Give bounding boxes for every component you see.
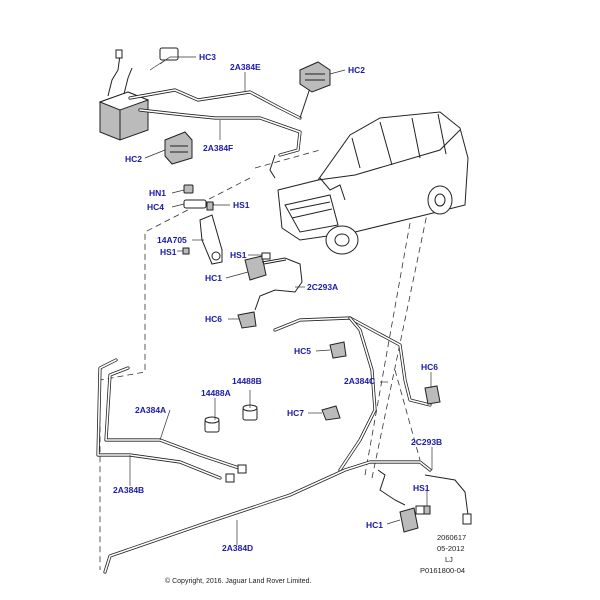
label-2c293a: 2C293A (307, 282, 338, 292)
pipe-2a384d (103, 460, 432, 574)
pipe-2a384e (128, 88, 302, 120)
label-hs1-b: HS1 (160, 247, 177, 257)
hc2-top-clip (299, 61, 331, 93)
label-2a384d: 2A384D (222, 543, 253, 553)
label-hc1-a: HC1 (205, 273, 222, 283)
pipe-2a384c (273, 316, 432, 472)
label-hc2-top: HC2 (348, 65, 365, 75)
hc2-left-clip (164, 131, 193, 165)
hc6-clip-a (237, 311, 257, 329)
label-hc6-b: HC6 (421, 362, 438, 372)
hs1-bolt-b (182, 247, 190, 255)
label-hc2-left: HC2 (125, 154, 142, 164)
label-2a384e: 2A384E (230, 62, 261, 72)
label-hc1-b: HC1 (366, 520, 383, 530)
guide-lines (99, 149, 433, 570)
leader-lines (129, 56, 433, 545)
pipe-2a384f (138, 108, 302, 157)
label-14488b: 14488B (232, 376, 262, 386)
label-hc6-a: HC6 (205, 314, 222, 324)
label-hs1-d: HS1 (413, 483, 430, 493)
label-hc3: HC3 (199, 52, 216, 62)
label-2c293b: 2C293B (411, 437, 442, 447)
pipe-2a384b (96, 358, 222, 480)
label-hs1-a: HS1 (233, 200, 250, 210)
ref-code-1: 2060617 (437, 533, 466, 542)
label-hn1: HN1 (149, 188, 166, 198)
label-14488a: 14488A (201, 388, 231, 398)
label-2a384b: 2A384B (113, 485, 144, 495)
label-hs1-c: HS1 (230, 250, 247, 260)
ref-code-4: P0161800-04 (420, 566, 465, 575)
harness-2c293b (377, 469, 469, 516)
label-hc7: HC7 (287, 408, 304, 418)
hc1-sensor-a (244, 252, 271, 281)
label-2a384a: 2A384A (135, 405, 166, 415)
pipe-2a384a (104, 366, 247, 472)
ref-code-2: 05-2012 (437, 544, 465, 553)
bracket-14a705 (199, 214, 223, 265)
callout-labels: HC3 2A384E HC2 HC2 2A384F HN1 HC4 HS1 14… (113, 52, 442, 553)
hs1-bolt-a (206, 201, 214, 211)
vehicle-illustration (277, 111, 469, 255)
label-2a384c: 2A384C (344, 376, 375, 386)
label-14a705: 14A705 (157, 235, 187, 245)
hc5-clip (329, 341, 347, 359)
hn1-fitting (183, 184, 194, 194)
label-2a384f: 2A384F (203, 143, 233, 153)
fitting-14488a (204, 416, 220, 433)
ref-code-3: LJ (445, 555, 453, 564)
hc7-clip (321, 405, 341, 421)
hc6-clip-b (424, 385, 441, 405)
reference-codes: 2060617 05-2012 LJ P0161800-04 (420, 533, 466, 575)
label-hc4: HC4 (147, 202, 164, 212)
label-hc5: HC5 (294, 346, 311, 356)
copyright-notice: © Copyright, 2016. Jaguar Land Rover Lim… (165, 577, 311, 585)
hs1-bolt-d (423, 505, 431, 515)
hc1-sensor-b (399, 505, 427, 533)
abs-modulator (98, 47, 179, 141)
